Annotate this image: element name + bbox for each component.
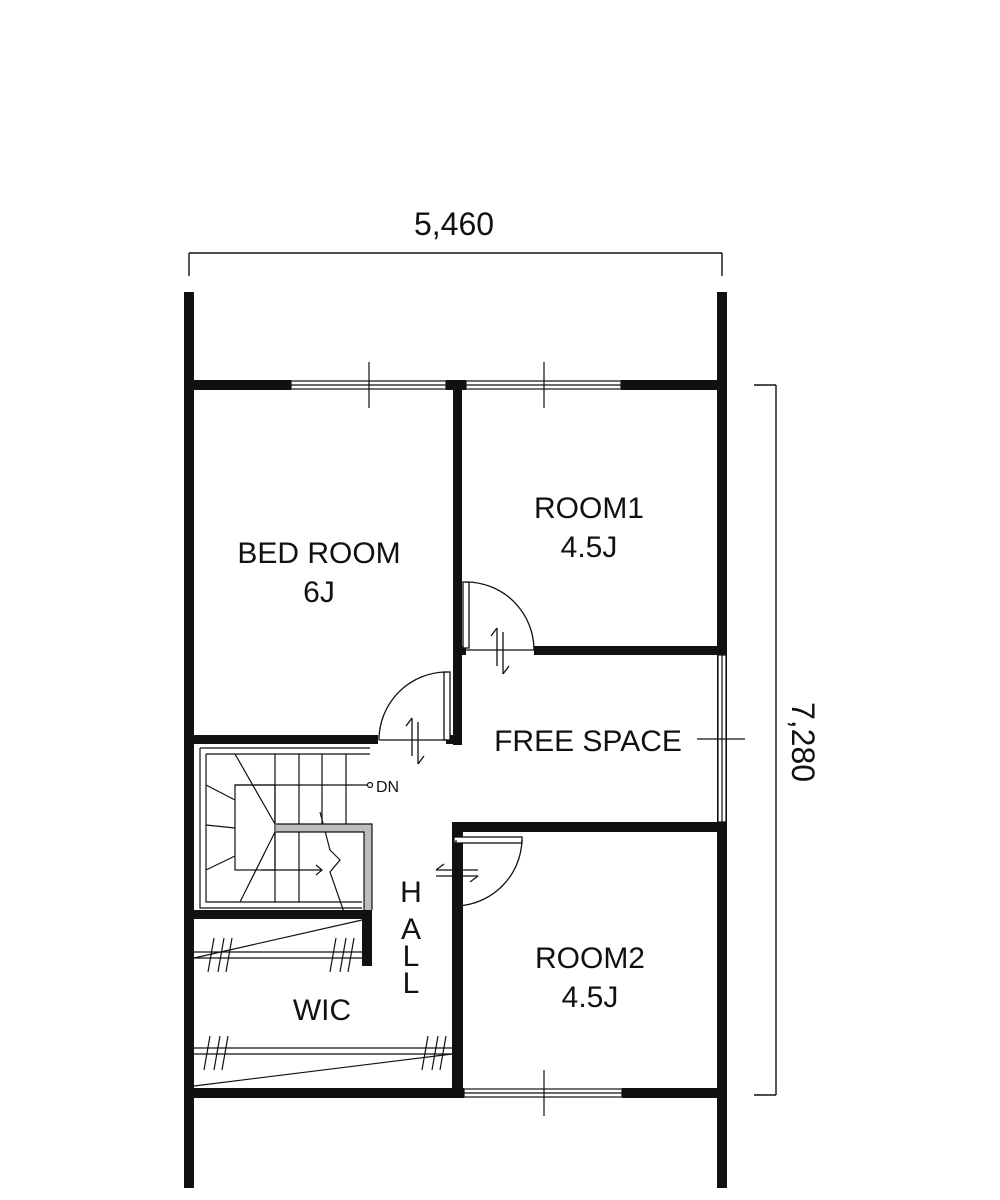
free-space-label: FREE SPACE xyxy=(494,725,682,758)
hall-letter-1: H xyxy=(400,876,422,909)
hall-letter-3: L xyxy=(403,940,420,973)
stair-direction-label: DN xyxy=(376,779,399,796)
wall-bottom-a xyxy=(184,1088,464,1098)
width-dimension-label: 5,460 xyxy=(414,206,494,242)
wall-room2-left xyxy=(452,822,463,1098)
wall-bed-bottom xyxy=(184,735,378,744)
windows xyxy=(290,362,745,1116)
stair-start-dot xyxy=(366,781,374,789)
door-room1-swing xyxy=(465,581,535,651)
staircase xyxy=(199,747,374,916)
bedroom-size: 6J xyxy=(303,576,335,609)
hall-letter-2: A xyxy=(401,913,421,946)
depth-dimension-label: 7,280 xyxy=(785,702,821,782)
door-room1-leaf xyxy=(462,581,470,649)
wall-room1-doorjamb xyxy=(458,646,466,655)
doors xyxy=(378,581,535,907)
wall-top-a xyxy=(184,380,291,390)
wall-bottom-b xyxy=(622,1088,727,1098)
wic-closet-rods xyxy=(193,919,453,1087)
stair-handrail xyxy=(276,824,372,910)
room1-name: ROOM1 xyxy=(534,492,644,525)
door-room2-swing xyxy=(455,839,523,907)
wall-room1-bottom xyxy=(534,646,727,655)
hall-letter-4: L xyxy=(403,967,420,1000)
depth-dimension xyxy=(754,384,777,1096)
wall-bed-doorjamb xyxy=(446,735,462,744)
bedroom-name: BED ROOM xyxy=(237,537,400,570)
wall-top-c xyxy=(621,380,727,390)
room1-size: 4.5J xyxy=(561,531,618,564)
width-dimension xyxy=(188,252,723,276)
door-room2-leaf xyxy=(453,836,523,844)
wall-bed-room1 xyxy=(453,380,462,745)
room2-name: ROOM2 xyxy=(535,942,645,975)
wall-room2-top xyxy=(452,822,727,832)
door-bedroom-leaf xyxy=(443,671,451,741)
door-bedroom-swing xyxy=(378,671,448,741)
wall-wic-stub xyxy=(362,910,372,966)
wic-label: WIC xyxy=(293,994,351,1027)
room2-size: 4.5J xyxy=(562,981,619,1014)
wall-stair-bottom xyxy=(184,910,372,919)
